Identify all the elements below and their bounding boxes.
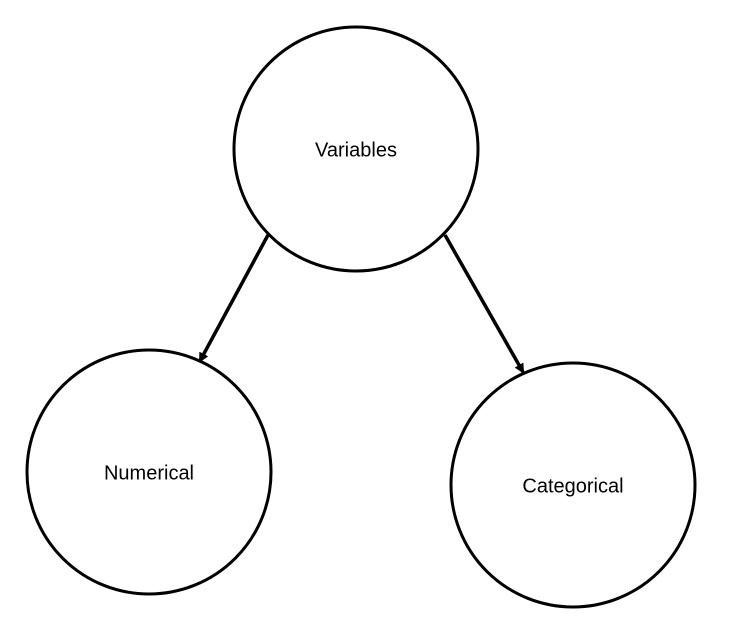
node-variables: Variables (232, 25, 480, 273)
node-categorical-circle (449, 361, 697, 609)
node-variables-circle (232, 25, 480, 273)
edge-variables-to-numerical (198, 234, 270, 363)
node-numerical-label: Numerical (104, 462, 194, 484)
node-numerical: Numerical (25, 348, 273, 596)
node-categorical-label: Categorical (522, 475, 623, 497)
node-categorical: Categorical (449, 361, 697, 609)
edge-variables-to-categorical (443, 234, 525, 374)
node-variables-label: Variables (315, 139, 397, 161)
node-numerical-circle (25, 348, 273, 596)
